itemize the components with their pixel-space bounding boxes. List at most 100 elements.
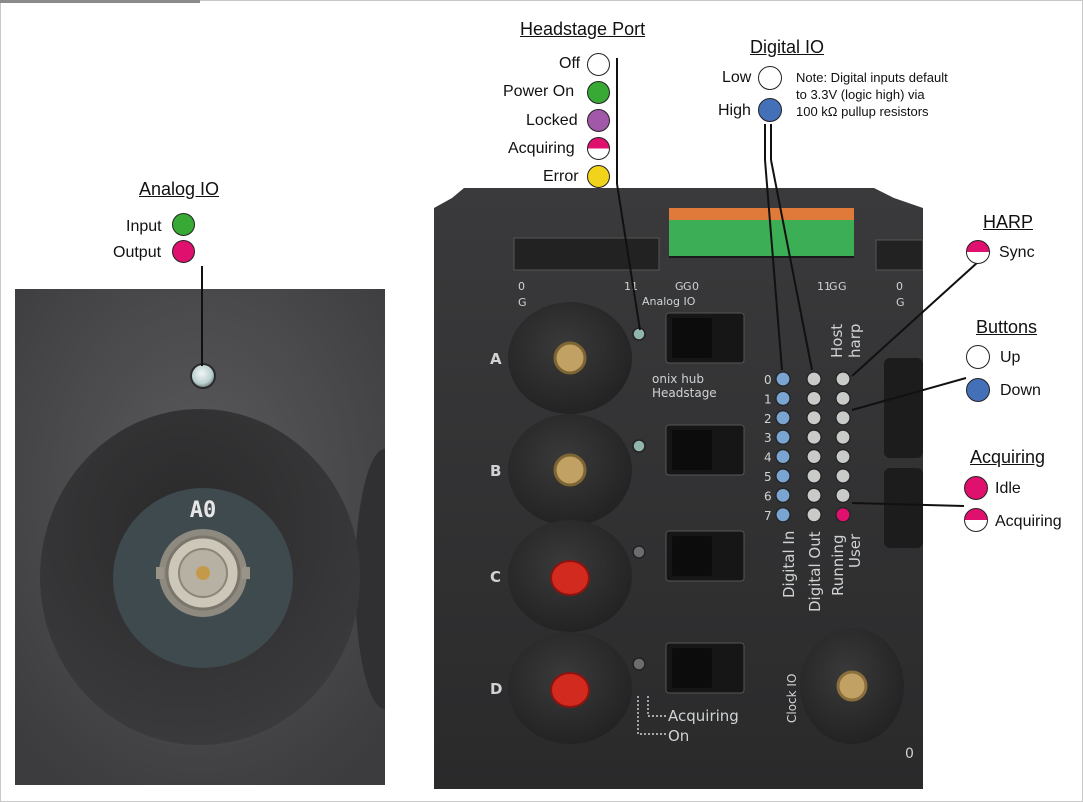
top-label-g: G xyxy=(518,296,527,309)
top-label-0: 0 xyxy=(518,280,525,293)
button-down-led xyxy=(966,378,990,402)
headstage-acquiring-label: Acquiring xyxy=(508,140,575,157)
analog-io-label: Analog IO xyxy=(642,295,696,308)
button-up-label: Up xyxy=(1000,349,1021,366)
digital-note-line3: 100 kΩ pullup resistors xyxy=(796,104,929,119)
status-led-4 xyxy=(835,449,851,465)
digital-number-5: 5 xyxy=(764,470,772,484)
clock-connector[interactable] xyxy=(836,670,868,702)
col-label-host: Host xyxy=(828,324,846,358)
port-group: A B C D xyxy=(490,302,745,744)
headstage-off-led xyxy=(587,53,610,76)
acquiring-acquiring-label: Acquiring xyxy=(995,513,1062,530)
harp-title: HARP xyxy=(983,212,1034,232)
status-led-3 xyxy=(835,429,851,445)
acquiring-idle-label: Idle xyxy=(995,480,1021,497)
digital-number-0: 0 xyxy=(764,373,772,387)
harp-sync-label: Sync xyxy=(999,244,1035,261)
leader-buttons xyxy=(851,377,967,411)
digital-number-4: 4 xyxy=(764,451,772,465)
top-label-right-g: G xyxy=(896,296,905,309)
ribbon-connector-right xyxy=(875,239,923,271)
port-a-switch-knob[interactable] xyxy=(672,318,712,358)
digital-high-led xyxy=(758,98,782,122)
window-edge xyxy=(0,0,200,3)
headstage-error-label: Error xyxy=(543,168,579,185)
port-c-red-cap[interactable] xyxy=(550,560,590,596)
col-label-user: User xyxy=(846,533,864,568)
digital-out-led-1 xyxy=(806,390,822,406)
port-b-sma-connector[interactable] xyxy=(553,453,587,487)
col-label-running: Running xyxy=(829,535,847,596)
digital-low-label: Low xyxy=(722,69,752,86)
analog-io-title: Analog IO xyxy=(139,179,220,199)
digital-in-led-6 xyxy=(775,487,791,503)
digital-out-led-7 xyxy=(806,507,822,523)
leader-harp xyxy=(851,261,979,377)
top-label-right-0: 0 xyxy=(896,280,903,293)
button-down[interactable] xyxy=(884,468,923,548)
top-label-gg0-0: 0 xyxy=(692,280,699,293)
top-label-11gg-11: 11 xyxy=(817,280,831,293)
digital-number-6: 6 xyxy=(764,489,772,503)
bottom-zero-label: 0 xyxy=(905,746,914,762)
status-led-2 xyxy=(835,410,851,426)
port-label-a0: A0 xyxy=(190,498,217,523)
headstage-locked-label: Locked xyxy=(526,112,578,129)
top-label-11gg-g1: G xyxy=(829,280,838,293)
digital-out-led-0 xyxy=(806,371,822,387)
button-down-label: Down xyxy=(1000,382,1041,399)
port-c-switch-knob[interactable] xyxy=(672,536,712,576)
digital-note-line2: to 3.3V (logic high) via xyxy=(796,87,925,102)
headstage-port-title: Headstage Port xyxy=(520,19,646,39)
leader-digital-b2 xyxy=(770,159,813,371)
digital-note-line1: Note: Digital inputs default xyxy=(796,70,948,85)
harp-sync-led xyxy=(966,240,990,264)
status-led-6 xyxy=(835,487,851,503)
port-b-status-led xyxy=(632,439,646,453)
port-d-red-cap[interactable] xyxy=(550,672,590,708)
analog-output-label: Output xyxy=(113,244,162,261)
button-up[interactable] xyxy=(884,358,923,458)
port-letter-c: C xyxy=(490,568,501,586)
bnc-lug-left xyxy=(156,567,164,579)
port-letter-b: B xyxy=(490,462,501,480)
col-label-digital-in: Digital In xyxy=(780,531,798,598)
top-label-gg0-g1: G xyxy=(675,280,684,293)
digital-number-1: 1 xyxy=(764,392,772,406)
digital-in-led-5 xyxy=(775,468,791,484)
acquiring-idle-led xyxy=(964,476,988,500)
digital-in-led-0 xyxy=(775,371,791,387)
digital-number-2: 2 xyxy=(764,412,772,426)
col-label-digital-out: Digital Out xyxy=(806,531,824,612)
digital-out-led-6 xyxy=(806,487,822,503)
headstage-power-on-label: Power On xyxy=(503,83,575,100)
port-b-switch-knob[interactable] xyxy=(672,430,712,470)
brand-headstage: Headstage xyxy=(652,386,717,400)
port-letter-a: A xyxy=(490,350,502,368)
headstage-off-label: Off xyxy=(559,55,581,72)
port-letter-d: D xyxy=(490,680,502,698)
leader-headstage-b xyxy=(616,183,641,331)
switch-bracket xyxy=(637,696,666,735)
digital-number-7: 7 xyxy=(764,509,772,523)
port-a-sma-connector[interactable] xyxy=(553,341,587,375)
headstage-error-led xyxy=(587,165,610,188)
clock-io-label: Clock IO xyxy=(785,674,799,723)
analog-port-svg: A0 xyxy=(15,289,385,785)
neighbor-bowl xyxy=(355,449,385,709)
on-switch-label: On xyxy=(668,727,689,745)
status-led-1 xyxy=(835,390,851,406)
buttons-title: Buttons xyxy=(976,317,1038,337)
port-d-switch-knob[interactable] xyxy=(672,648,712,688)
digital-in-led-4 xyxy=(775,449,791,465)
analog-input-label: Input xyxy=(126,218,162,235)
status-led-5 xyxy=(835,468,851,484)
digital-in-led-2 xyxy=(775,410,791,426)
port-c-status-led xyxy=(632,545,646,559)
headstage-locked-led xyxy=(587,109,610,132)
digital-out-led-4 xyxy=(806,449,822,465)
analog-input-led xyxy=(172,213,195,236)
